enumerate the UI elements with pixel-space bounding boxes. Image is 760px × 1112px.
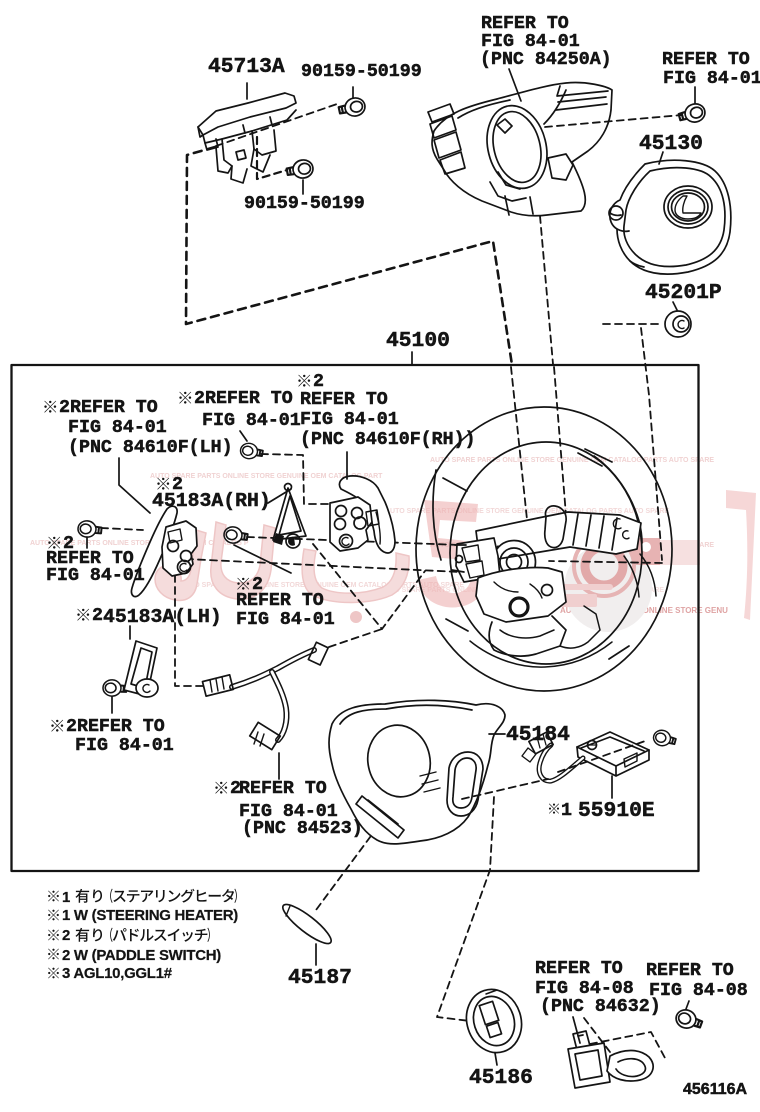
svg-text:REFER TO: REFER TO (239, 779, 327, 799)
svg-text:REFER TO: REFER TO (236, 591, 324, 611)
svg-text:45186: 45186 (469, 1066, 533, 1090)
svg-text:FIG 84-01: FIG 84-01 (239, 802, 338, 822)
svg-text:45183A(RH): 45183A(RH) (152, 490, 271, 512)
svg-text:1: 1 (561, 801, 572, 821)
svg-text:(PNC 84610F(LH): (PNC 84610F(LH) (68, 438, 233, 458)
svg-text:FIG 84-01: FIG 84-01 (75, 736, 174, 756)
svg-text:2REFER TO: 2REFER TO (59, 398, 158, 418)
svg-text:AUTO SPARE PARTS ONLINE STORE: AUTO SPARE PARTS ONLINE STORE GENUINE OE… (30, 540, 249, 547)
svg-text:REFER TO: REFER TO (662, 50, 750, 70)
svg-text:FIG 84-01: FIG 84-01 (68, 418, 167, 438)
svg-text:REFER TO: REFER TO (46, 549, 134, 569)
svg-text:456116A: 456116A (683, 1081, 748, 1098)
svg-text:(PNC 84610F(RH)): (PNC 84610F(RH)) (300, 430, 476, 450)
svg-text:2REFER TO: 2REFER TO (66, 717, 165, 737)
svg-text:FIG 84-01: FIG 84-01 (481, 32, 580, 52)
svg-text:AUTO SPARE PARTS ONLINE STORE: AUTO SPARE PARTS ONLINE STORE GENUINE OE… (430, 457, 714, 464)
svg-text:FIG 84-08: FIG 84-08 (535, 979, 634, 999)
svg-text:2: 2 (313, 372, 324, 392)
svg-text:90159-50199: 90159-50199 (244, 194, 365, 214)
svg-text:FIG 84-01: FIG 84-01 (663, 69, 760, 89)
svg-text:(PNC 84632): (PNC 84632) (540, 997, 661, 1017)
svg-text:45187: 45187 (288, 966, 352, 990)
svg-text:2REFER TO: 2REFER TO (194, 389, 293, 409)
svg-text:45713A: 45713A (208, 55, 285, 79)
svg-text:2: 2 (63, 534, 74, 554)
svg-text:FIG 84-01: FIG 84-01 (300, 410, 399, 430)
svg-text:55910E: 55910E (578, 799, 655, 823)
svg-text:(PNC 84250A): (PNC 84250A) (480, 50, 612, 70)
svg-text:2 W (PADDLE SWITCH): 2 W (PADDLE SWITCH) (62, 947, 221, 964)
svg-text:3 AGL10,GGL1#: 3 AGL10,GGL1# (62, 965, 173, 982)
svg-text:FIG 84-01: FIG 84-01 (202, 411, 301, 431)
svg-text:(PNC 84523): (PNC 84523) (242, 819, 363, 839)
svg-text:FIG 84-01: FIG 84-01 (46, 566, 145, 586)
svg-text:REFER TO: REFER TO (300, 390, 388, 410)
svg-text:2: 2 (252, 575, 263, 595)
svg-text:FIG 84-08: FIG 84-08 (649, 981, 748, 1001)
svg-text:2: 2 (62, 927, 70, 944)
svg-text:2: 2 (172, 475, 183, 495)
svg-text:2: 2 (230, 779, 241, 799)
svg-text:2: 2 (92, 606, 103, 626)
svg-text:REFER TO: REFER TO (646, 961, 734, 981)
svg-text:45130: 45130 (639, 132, 703, 156)
svg-text:FIG 84-01: FIG 84-01 (236, 610, 335, 630)
svg-text:1 W (STEERING HEATER): 1 W (STEERING HEATER) (62, 907, 238, 924)
svg-text:AUTO SPARE PARTS ONLINE STORE: AUTO SPARE PARTS ONLINE STORE GENUINE OE… (385, 508, 669, 515)
svg-text:45201P: 45201P (645, 281, 722, 305)
svg-text:45100: 45100 (386, 329, 450, 353)
svg-text:45184: 45184 (506, 723, 570, 747)
svg-text:90159-50199: 90159-50199 (301, 62, 422, 82)
svg-text:REFER TO: REFER TO (535, 959, 623, 979)
svg-text:1: 1 (62, 889, 70, 906)
svg-text:AUTO SPARE PARTS ONLINE STORE: AUTO SPARE PARTS ONLINE STORE GENUINE OE… (150, 473, 383, 480)
svg-text:REFER TO: REFER TO (481, 14, 569, 34)
svg-text:AUTO SPARE PARTS ONLINE STORE: AUTO SPARE PARTS ONLINE STORE GENUINE OE… (180, 582, 464, 589)
svg-text:45183A(LH): 45183A(LH) (103, 606, 222, 628)
